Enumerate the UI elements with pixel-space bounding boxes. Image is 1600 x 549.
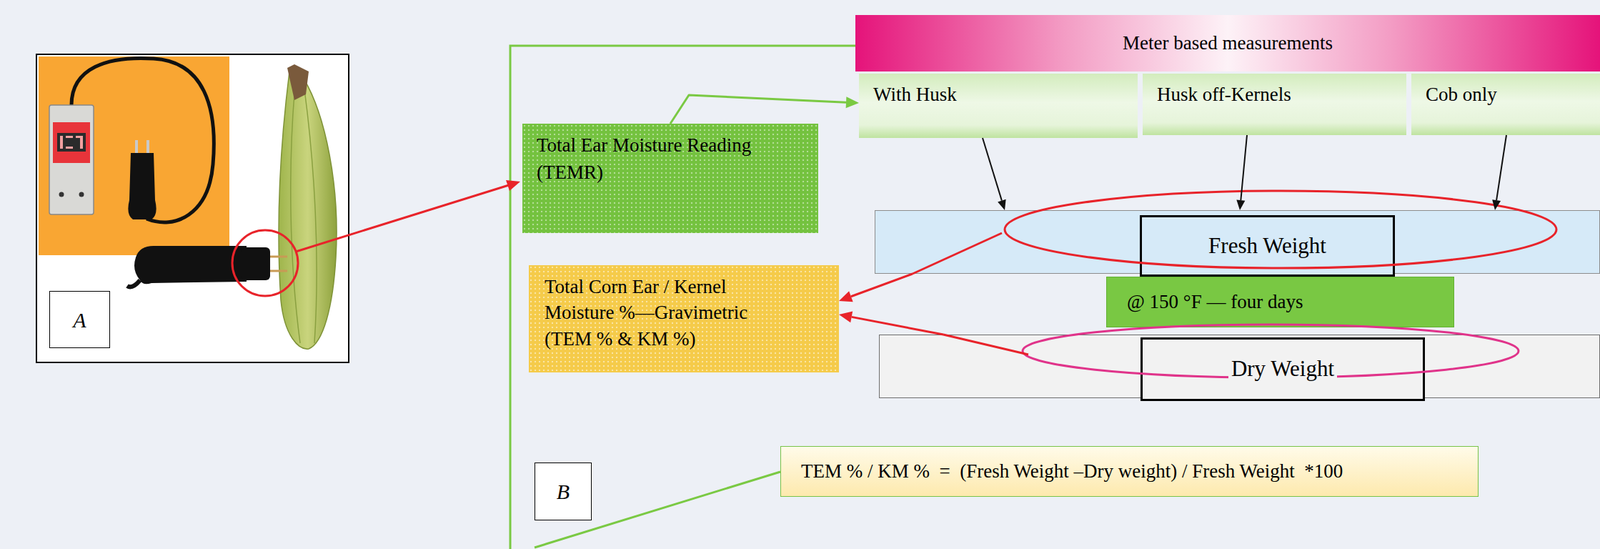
label-text: Husk off-Kernels: [1156, 82, 1292, 108]
meter-body: [49, 105, 94, 215]
probe-prong: [135, 140, 138, 153]
connector-arrow: [670, 95, 859, 124]
category-box: Cob only: [1411, 73, 1600, 136]
connector-line: [1496, 135, 1507, 201]
measurement-band: Dry Weight: [878, 334, 1600, 399]
process-box: Total Ear Moisture Reading (TEMR): [522, 123, 819, 233]
connector-arrow: [838, 311, 944, 335]
arrow-head: [838, 290, 854, 302]
meter-display: [52, 122, 91, 163]
husk-line: [304, 89, 317, 344]
connector-arrow: [982, 137, 1007, 211]
probe-pin: [270, 270, 288, 273]
outline-box: Dry Weight: [1140, 337, 1425, 401]
label-text: A: [72, 305, 86, 334]
highlight-ellipse: [1022, 324, 1519, 378]
outline-box: Fresh Weight: [1139, 215, 1395, 277]
arrow-head: [505, 180, 521, 191]
probe-handle: [127, 152, 156, 220]
display-segment: [80, 135, 83, 149]
meter-screen: [57, 132, 86, 152]
probe-tip: [241, 247, 271, 281]
panel-label: A: [49, 290, 111, 349]
connector-line: [851, 316, 944, 335]
label-text: Dry Weight: [1228, 354, 1338, 384]
arrow-head: [846, 96, 859, 108]
probe-hook: [127, 280, 141, 287]
label-text: TEM % / KM % = (Fresh Weight –Dry weight…: [801, 458, 1343, 484]
display-segment: [65, 146, 73, 149]
label-text: With Husk: [873, 82, 957, 108]
husk-line: [290, 92, 301, 344]
arrow-head: [1492, 199, 1501, 211]
arrow-head: [838, 311, 853, 324]
header-band: Meter based measurements: [855, 15, 1600, 72]
connector-line: [851, 273, 913, 297]
photo-background: [38, 56, 230, 256]
panel-frame: [36, 54, 349, 363]
connector-arrow: [838, 273, 913, 302]
pointer-arrow: [295, 185, 509, 252]
measurement-band: Fresh Weight: [874, 210, 1600, 274]
leader-line: [912, 232, 1002, 274]
probe-pin: [270, 255, 288, 258]
panel-label: B: [534, 462, 592, 521]
corn-silk: [287, 64, 309, 101]
display-segment: [60, 135, 63, 149]
label-text: Total Ear Moisture Reading (TEMR): [536, 132, 804, 187]
arrow-head: [1236, 199, 1245, 211]
label-text: Cob only: [1425, 82, 1498, 108]
label-text: Total Corn Ear / Kernel Moisture %—Gravi…: [544, 273, 781, 352]
connector-arrow: [1492, 135, 1507, 211]
label-text: Meter based measurements: [1122, 30, 1333, 56]
label-text: Fresh Weight: [1205, 231, 1330, 261]
meter-button: [59, 192, 65, 198]
leader-line: [943, 334, 1029, 355]
formula-box: TEM % / KM % = (Fresh Weight –Dry weight…: [780, 445, 1479, 497]
connector-line: [670, 95, 847, 124]
highlight-circle: [232, 230, 298, 296]
probe-handle: [134, 245, 247, 284]
condition-box: @ 150 °F — four days: [1106, 276, 1455, 328]
process-box: Total Corn Ear / Kernel Moisture %—Gravi…: [528, 265, 839, 373]
meter-button: [79, 192, 85, 198]
arrow-head: [997, 199, 1006, 211]
highlight-ellipse: [1004, 190, 1557, 268]
connector-arrow: [1236, 135, 1247, 211]
probe-prong: [146, 140, 150, 153]
category-box: Husk off-Kernels: [1142, 73, 1407, 136]
connector-line: [982, 137, 1002, 201]
display-segment: [65, 135, 73, 138]
category-box: With Husk: [858, 73, 1138, 138]
label-text: B: [556, 477, 570, 506]
corn-ear: [278, 71, 337, 349]
label-text: @ 150 °F — four days: [1126, 289, 1303, 315]
connector-line: [1240, 135, 1247, 201]
